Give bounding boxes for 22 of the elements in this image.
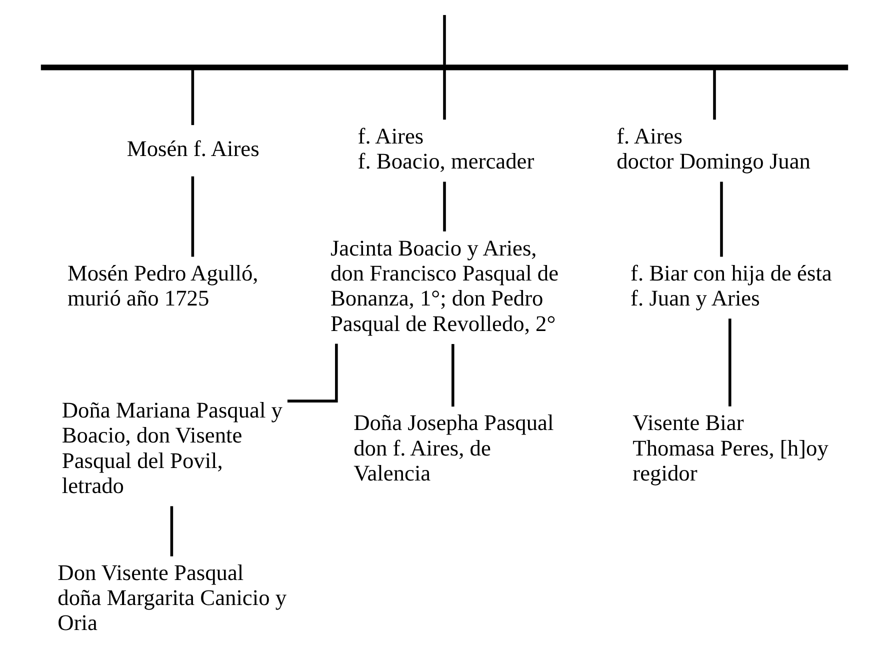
connector: [720, 182, 722, 257]
connector: [442, 182, 446, 232]
connector: [190, 70, 194, 126]
node-text: Mosén Pedro Agulló, murió año 1725: [66, 260, 258, 311]
node-text: Jacinta Boacio y Aries, don Francisco Pasqual de Bonanza, 1°; don Pedro Pasqual de Revolledo, 2°: [330, 235, 558, 336]
node-text: Doña Josepha Pasqual don f. Aires, de Valencia: [353, 410, 554, 486]
connector: [728, 318, 731, 406]
connector: [286, 344, 338, 402]
node-text: Don Visente Pasqual doña Margarita Canicio y Oria: [57, 560, 286, 636]
connector: [170, 506, 173, 556]
connector: [442, 70, 446, 120]
node-bar: [40, 64, 848, 70]
connector: [712, 70, 716, 120]
node-text: f. Biar con hija de ésta f. Juan y Aries: [630, 260, 832, 311]
connector: [442, 15, 446, 65]
node-text: f. Aires f. Boacio, mercader: [357, 123, 534, 174]
node-text: Doña Mariana Pasqual y Boacio, don Visente Pasqual del Povil, letrado: [61, 398, 282, 498]
connector: [190, 176, 194, 257]
connector: [451, 344, 454, 407]
node-text: f. Aires doctor Domingo Juan: [616, 123, 810, 174]
node-text: Visente Biar Thomasa Peres, [h]oy regidor: [632, 410, 828, 486]
node-text: Mosén f. Aires: [126, 136, 259, 161]
